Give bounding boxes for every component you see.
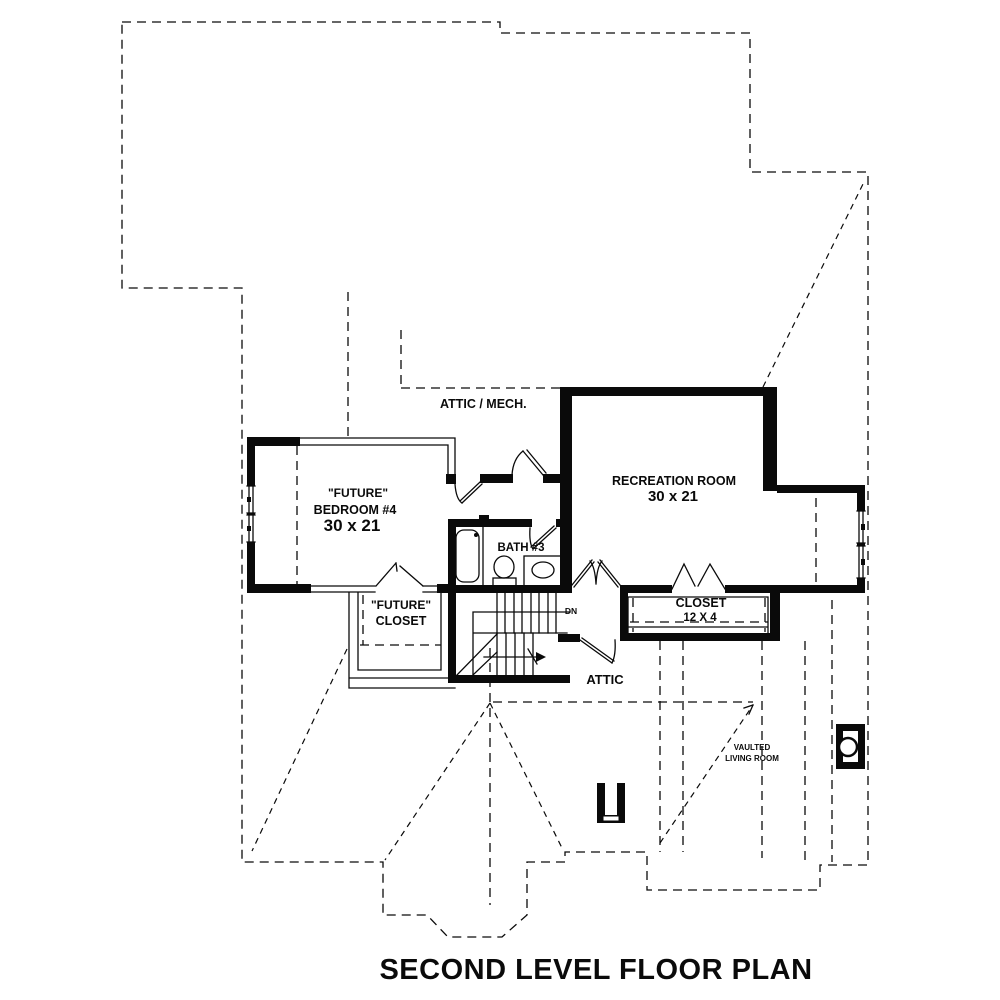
stairs-dn-label: DN [565,606,577,616]
closet-name-label: CLOSET [676,596,727,610]
chimney-icon [597,783,625,823]
roof-outline [121,21,869,938]
closet-bifold-icon [671,562,726,590]
bedroom-window-icon [246,485,256,514]
recreation-window-icon [856,545,866,579]
bedroom-size-label: 30 x 21 [324,516,381,535]
future-closet-future-label: "FUTURE" [371,598,431,612]
doors [375,449,726,664]
closet-size-label: 12 X 4 [683,612,717,624]
toilet-icon [492,555,517,589]
stairs-direction-arrow-icon [483,648,546,665]
bedroom-future-label: "FUTURE" [328,486,388,500]
plan-title: SECOND LEVEL FLOOR PLAN [379,954,812,986]
roof-ridge-lines [251,179,866,905]
future-closet-name-label: CLOSET [376,614,427,628]
thin-walls [299,437,769,689]
attic-door-icon [579,637,616,664]
windows [246,485,866,579]
bath-door-icon [529,525,557,550]
flue-icon [836,724,865,769]
bath-fixtures [451,525,564,589]
recreation-window-icon [856,510,866,544]
bedroom-door-icon [454,481,483,504]
bathtub-icon [451,525,484,587]
attic-mech-label: ATTIC / MECH. [440,397,527,411]
staircase [456,592,571,676]
bedroom-window-icon [246,514,256,543]
vaulted-living-label-2: LIVING ROOM [725,754,779,763]
recreation-double-door-icon [571,559,621,588]
future-closet-bifold-icon [375,562,424,587]
sink-vanity-icon [523,555,564,587]
vaulted-living-label-1: VAULTED [734,743,771,752]
walls [247,387,865,683]
bath-name-label: BATH #3 [497,542,544,554]
attic-mech-door-icon [511,449,547,476]
bedroom-name-label: BEDROOM #4 [314,503,397,517]
recreation-name-label: RECREATION ROOM [612,474,736,488]
attic-label: ATTIC [586,672,624,687]
recreation-size-label: 30 x 21 [648,488,698,505]
